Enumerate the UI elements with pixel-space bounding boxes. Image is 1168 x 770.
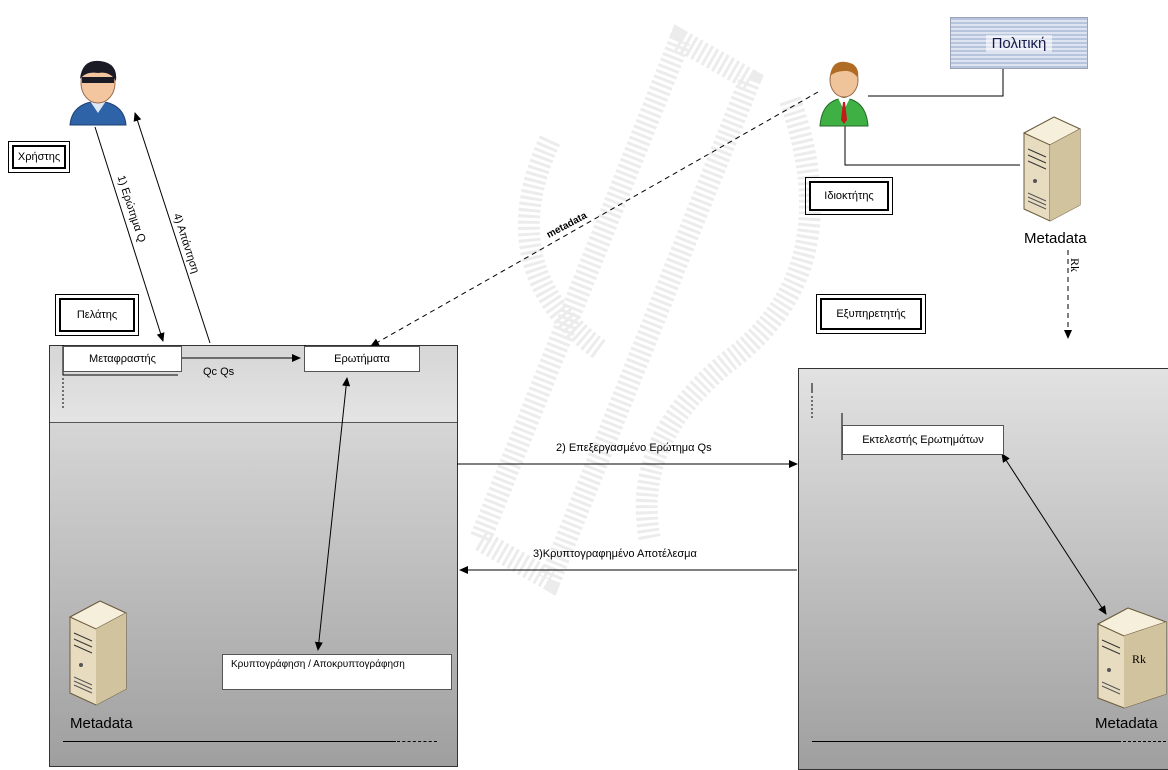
client-metadata-server-icon xyxy=(66,599,128,707)
edge-label-qc-qs: Qc Qs xyxy=(203,366,234,378)
edge-label-rk: Rk xyxy=(1067,258,1082,272)
edge-label-processed-query: 2) Επεξεργασμένο Ερώτημα Qs xyxy=(556,442,712,454)
edge-queries-crypto xyxy=(318,378,347,650)
edge-owner-policy xyxy=(868,66,1003,96)
translator-box: Μεταφραστής xyxy=(63,346,182,372)
user-icon xyxy=(66,55,130,127)
server-rk-label: Rk xyxy=(1132,652,1146,667)
executor-box: Εκτελεστής Ερωτημάτων xyxy=(842,425,1004,455)
owner-metadata-caption: Metadata xyxy=(1024,230,1087,247)
policy-label: Πολιτική xyxy=(986,35,1053,52)
tag-pelatis: Πελάτης xyxy=(59,298,135,332)
edge-label-encrypted-result: 3)Κρυπτογραφημένο Αποτέλεσμα xyxy=(533,548,697,560)
queries-box: Ερωτήματα xyxy=(304,346,420,372)
tag-idioktitis: Ιδιοκτήτης xyxy=(809,181,889,211)
crypto-box: Κρυπτογράφηση / Αποκρυπτογράφηση xyxy=(222,654,452,690)
owner-icon xyxy=(818,58,870,128)
owner-metadata-server-icon xyxy=(1020,115,1082,223)
tag-eksypiretitis: Εξυπηρετητής xyxy=(820,298,922,330)
connectors xyxy=(0,0,1168,747)
edge-executor-db xyxy=(1002,454,1106,614)
edge-owner-db xyxy=(845,125,1020,165)
edge-metadata xyxy=(371,92,818,346)
server-metadata-caption: Metadata xyxy=(1095,715,1158,732)
client-metadata-caption: Metadata xyxy=(70,715,133,732)
tag-xristis: Χρήστης xyxy=(12,145,66,169)
server-metadata-server-icon xyxy=(1094,606,1168,710)
edge-answer xyxy=(135,113,210,343)
policy-document: Πολιτική xyxy=(950,17,1088,69)
